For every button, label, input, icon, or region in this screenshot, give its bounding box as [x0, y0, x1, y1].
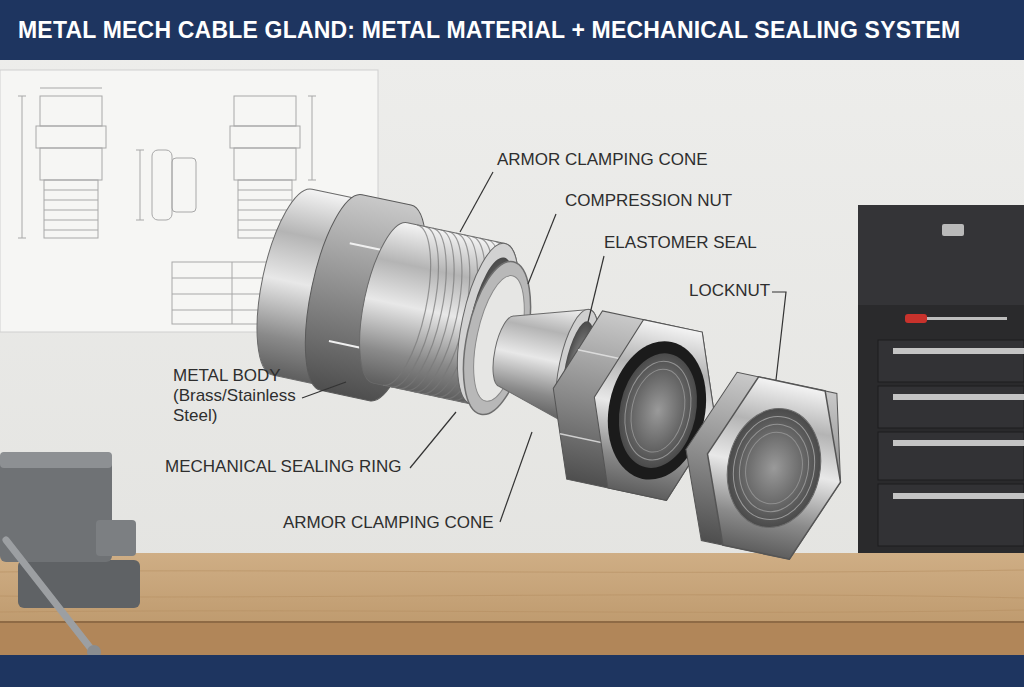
nut-thread	[624, 364, 692, 457]
blueprint-dimension	[308, 96, 316, 180]
locknut-bore	[717, 400, 832, 537]
leader-line	[772, 292, 786, 380]
part-label: LOCKNUT	[689, 281, 770, 301]
locknut	[668, 365, 858, 566]
blueprint-line	[234, 96, 296, 126]
blueprint-line	[234, 148, 296, 180]
workbench-edge	[0, 622, 1024, 656]
blueprint-line	[40, 148, 102, 180]
vise-screw-block	[96, 520, 136, 556]
part-label: MECHANICAL SEALING RING	[165, 457, 401, 477]
drawer-handle	[893, 493, 1024, 499]
toolbox-latch	[942, 224, 964, 236]
toolbox-drawer	[878, 484, 1024, 546]
blueprint-dimension	[136, 150, 144, 220]
title: METAL MECH CABLE GLAND: METAL MATERIAL +…	[18, 14, 960, 46]
leader-line	[588, 256, 604, 322]
toolbox	[858, 205, 1024, 555]
leader-line	[460, 172, 493, 232]
bench-vise	[0, 452, 140, 659]
part-label: ARMOR CLAMPING CONE	[283, 513, 494, 533]
leader-line	[500, 432, 532, 522]
blueprint-line	[44, 190, 98, 230]
screwdriver-handle	[905, 314, 927, 323]
part-label: ELASTOMER SEAL	[604, 233, 757, 253]
part-label: METAL BODY (Brass/Stainless Steel)	[173, 366, 313, 426]
blueprint-line	[44, 180, 98, 238]
toolbox-drawer	[878, 386, 1024, 428]
header-band	[0, 0, 1024, 60]
leader-line	[528, 214, 556, 284]
blueprint-line	[152, 150, 172, 220]
workbench-top	[0, 553, 1024, 623]
drawer-handle	[893, 440, 1024, 446]
toolbox-body	[858, 205, 1024, 555]
vise-handle	[6, 540, 92, 650]
blueprint-line	[230, 126, 300, 148]
part-label: ARMOR CLAMPING CONE	[497, 150, 708, 170]
locknut-thread	[724, 409, 824, 527]
locknut-side	[668, 365, 858, 566]
workbench-edge-line	[0, 621, 1024, 623]
footer-band	[0, 655, 1024, 687]
wood-grain	[0, 570, 1024, 612]
blueprint-dimension	[18, 88, 102, 238]
blueprint-line	[40, 96, 102, 126]
leader-line	[302, 382, 346, 398]
toolbox-drawer	[878, 432, 1024, 480]
leader-line	[410, 412, 456, 468]
blueprint-line	[36, 126, 106, 148]
screwdriver-shaft	[927, 317, 1007, 320]
locknut-thread	[732, 418, 817, 518]
vise-jaw	[0, 452, 112, 562]
vise-jaw-top	[0, 452, 112, 468]
locknut-face	[690, 370, 859, 567]
blueprint-line	[172, 158, 196, 212]
drawer-handle	[893, 394, 1024, 400]
part-label: COMPRESSION NUT	[565, 191, 732, 211]
drawer-handle	[893, 348, 1024, 354]
locknut-thread	[739, 427, 809, 509]
toolbox-drawer	[878, 340, 1024, 382]
toolbox-lid	[858, 205, 1024, 305]
